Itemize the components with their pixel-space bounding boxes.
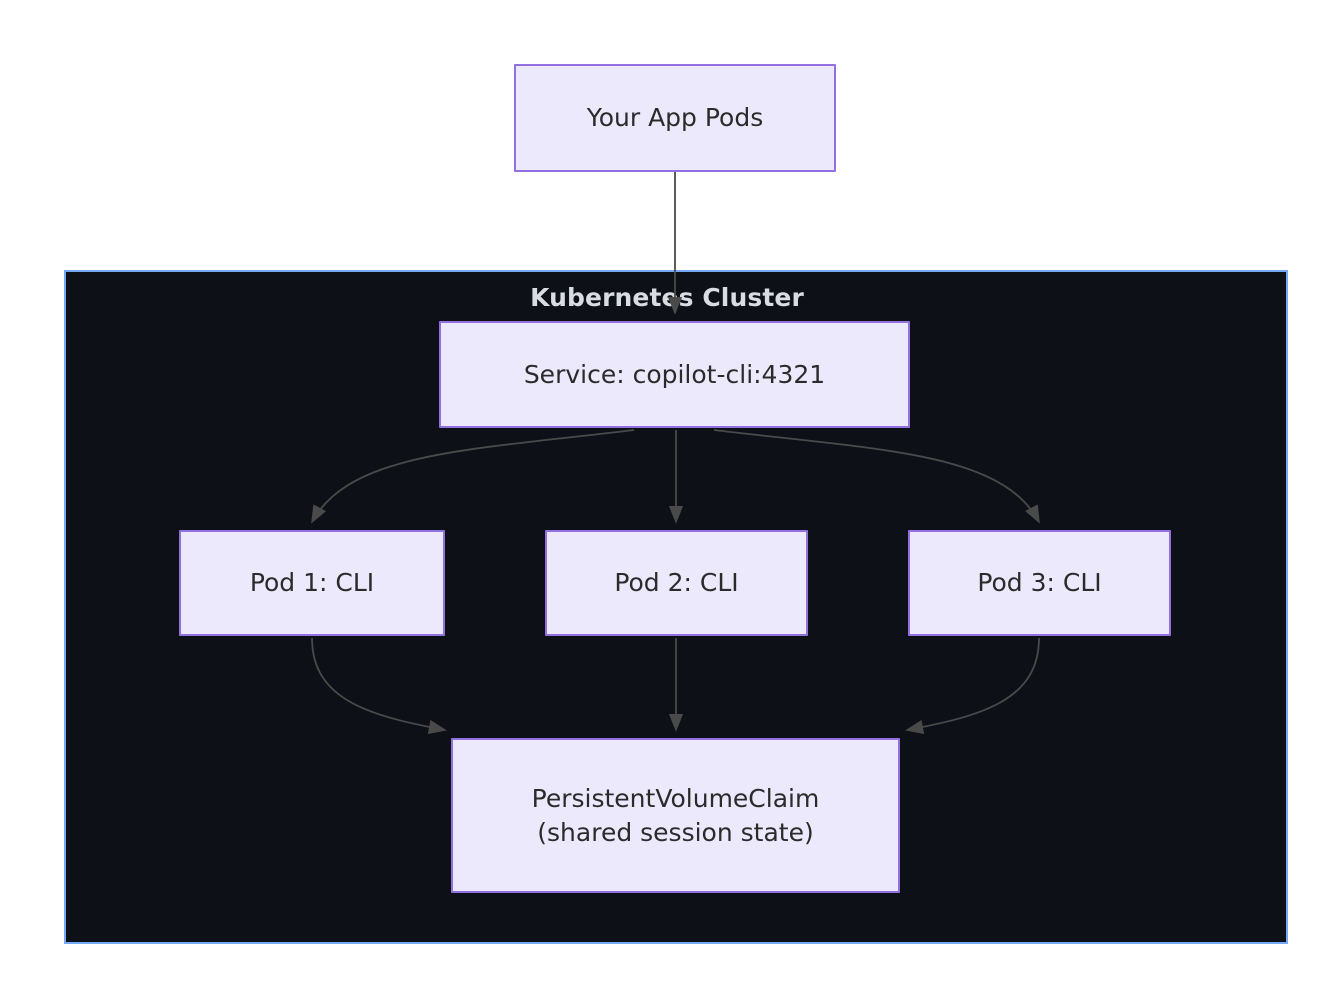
node-label: Pod 1: CLI [249,568,375,598]
node-pod-3-cli[interactable]: Pod 3: CLI [908,530,1171,636]
node-label: Service: copilot-cli:4321 [523,359,826,389]
node-label-line-1: PersistentVolumeClaim [531,784,820,814]
node-service-copilot-cli[interactable]: Service: copilot-cli:4321 [439,321,910,428]
node-label-line-2: (shared session state) [537,817,814,847]
cluster-title-kubernetes: Kubernetes Cluster [530,283,804,312]
node-persistent-volume-claim[interactable]: PersistentVolumeClaim (shared session st… [451,738,900,893]
node-pod-2-cli[interactable]: Pod 2: CLI [545,530,808,636]
node-label: Pod 2: CLI [614,568,739,598]
node-pod-1-cli[interactable]: Pod 1: CLI [179,530,445,636]
node-label: Pod 3: CLI [977,568,1102,598]
node-label: Your App Pods [586,103,764,133]
node-your-app-pods[interactable]: Your App Pods [514,64,836,172]
